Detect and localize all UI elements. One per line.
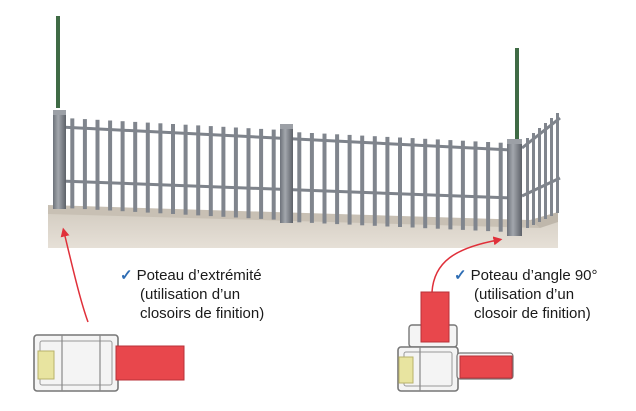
fence-bar [271, 129, 276, 220]
fence-bar [435, 139, 440, 229]
fence-bar [208, 126, 213, 217]
end-post [53, 114, 66, 209]
angle-post-line2: (utilisation d’un [474, 286, 575, 303]
fence-bar [372, 136, 377, 226]
fence-posts [53, 110, 522, 236]
fence-bar [259, 128, 264, 219]
red-rail-top [420, 291, 450, 343]
fence-bar [550, 118, 553, 216]
arrow-to-angle-post [431, 236, 503, 293]
fence-bar [410, 138, 415, 228]
angle-post-line3: closoir de finition) [474, 305, 591, 322]
green-pole-left [56, 16, 60, 108]
check-icon: ✓ [120, 267, 133, 284]
fence-bar [233, 127, 238, 218]
end-post-profile [33, 334, 185, 392]
fence-bar [322, 133, 327, 224]
fence-bar [556, 113, 559, 213]
fence-bar [95, 119, 100, 210]
angle-post-caption: ✓Poteau d’angle 90° (utilisation d’un cl… [454, 266, 598, 323]
green-pole-right [515, 48, 519, 140]
end-post-caption: ✓Poteau d’extrémité (utilisation d’un cl… [120, 266, 264, 323]
fence-bar [108, 120, 113, 211]
fence-bar [171, 124, 175, 214]
fence-bar [360, 135, 365, 226]
fence-bars-middle [297, 132, 503, 232]
fence-bar [347, 134, 352, 225]
fence-bar [221, 126, 226, 217]
fence-bar [82, 119, 87, 210]
angle-post [507, 143, 522, 236]
end-post-line2: (utilisation d’un [140, 286, 241, 303]
fence-bars-return [526, 113, 559, 228]
fence-bar [246, 128, 251, 219]
fence-bar [538, 128, 541, 222]
fence-bar [473, 141, 478, 231]
yellow-closer-angle [398, 356, 414, 384]
fence-bar [498, 142, 503, 232]
fence-bars-left [70, 118, 276, 220]
fence-bar [448, 140, 453, 230]
fence-bar [486, 142, 491, 232]
fence-bar [70, 118, 75, 209]
fence-bar [526, 138, 529, 228]
fence-bar [544, 123, 547, 219]
arrow-to-end-post [60, 227, 89, 323]
fence-bar [460, 140, 465, 230]
end-post-line3: closoirs de finition) [140, 305, 265, 322]
fence-bar [196, 125, 201, 216]
check-icon: ✓ [454, 267, 467, 284]
fence-bar [145, 122, 150, 213]
angle-post-title: Poteau d’angle 90° [470, 267, 598, 284]
fence-bar [309, 133, 314, 223]
yellow-closer [37, 350, 55, 380]
fence-bar [183, 124, 188, 215]
red-rail-end [115, 345, 185, 381]
fence-bar [532, 133, 535, 225]
middle-post [280, 128, 293, 223]
fence-bar [297, 132, 302, 223]
fence-bar [385, 136, 390, 227]
fence-bar [120, 121, 125, 212]
end-post-title: Poteau d’extrémité [136, 267, 262, 284]
concrete-wall [48, 205, 558, 248]
red-rail-side [459, 355, 513, 379]
fence-bar [335, 134, 340, 225]
angle-post-profile [397, 291, 514, 392]
fence-bar [133, 121, 138, 212]
fence-bar [423, 138, 428, 229]
fence-bar [158, 123, 163, 214]
fence-bar [398, 137, 402, 227]
